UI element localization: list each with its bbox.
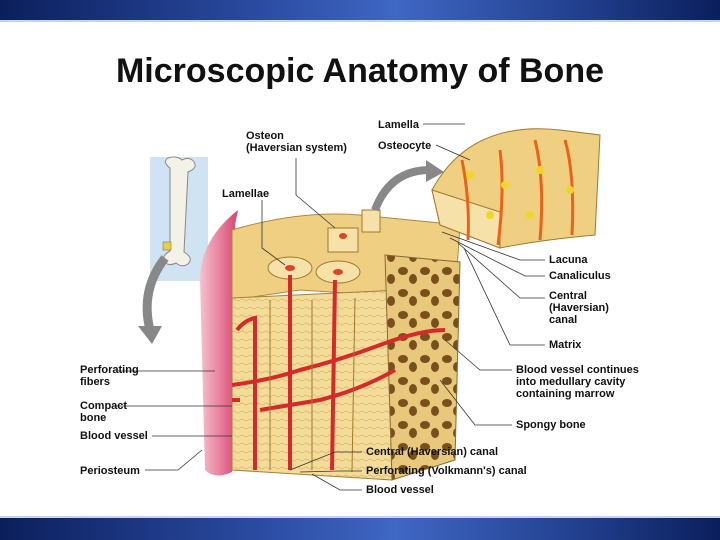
label-periosteum: Periosteum	[80, 465, 140, 477]
arrow-inset-to-block	[142, 255, 169, 332]
label-osteocyte: Osteocyte	[378, 140, 432, 152]
label-spongy-bone: Spongy bone	[516, 419, 586, 431]
label-osteon: Osteon (Haversian system)	[246, 130, 347, 154]
blood-vessels	[231, 275, 446, 471]
label-lamellae: Lamellae	[222, 188, 270, 200]
label-blood-vessel-continues: Blood vessel continues into medullary ca…	[516, 364, 639, 400]
leader-lines	[112, 123, 545, 491]
bottom-banner	[0, 516, 720, 540]
label-blood-vessel-bottom: Blood vessel	[366, 484, 434, 496]
label-lamella: Lamella	[378, 119, 419, 131]
label-central-canal-bottom: Central (Haversian) canal	[366, 446, 499, 458]
periosteum-layer	[200, 210, 238, 476]
label-compact-bone: Compact bone	[80, 400, 128, 424]
top-banner	[0, 0, 720, 22]
label-perforating-fibers: Perforating fibers	[80, 364, 139, 388]
label-central-canal-inset: Central (Haversian) canal	[549, 290, 609, 326]
label-blood-vessel-left: Blood vessel	[80, 430, 148, 442]
lamella-lines	[269, 297, 356, 473]
arrow-head-right	[426, 160, 444, 182]
arrow-head-left	[138, 326, 162, 344]
osteon-closeup	[431, 128, 601, 249]
highlight-square	[162, 241, 172, 251]
slide-title: Microscopic Anatomy of Bone	[115, 52, 605, 90]
spongy-bone-face	[384, 254, 461, 481]
arrow-block-to-closeup	[371, 166, 431, 212]
label-lacuna: Lacuna	[549, 254, 588, 266]
label-matrix: Matrix	[549, 339, 582, 351]
label-perforating-canal: Perforating (Volkmann's) canal	[366, 465, 527, 477]
label-canaliculus: Canaliculus	[549, 270, 611, 282]
